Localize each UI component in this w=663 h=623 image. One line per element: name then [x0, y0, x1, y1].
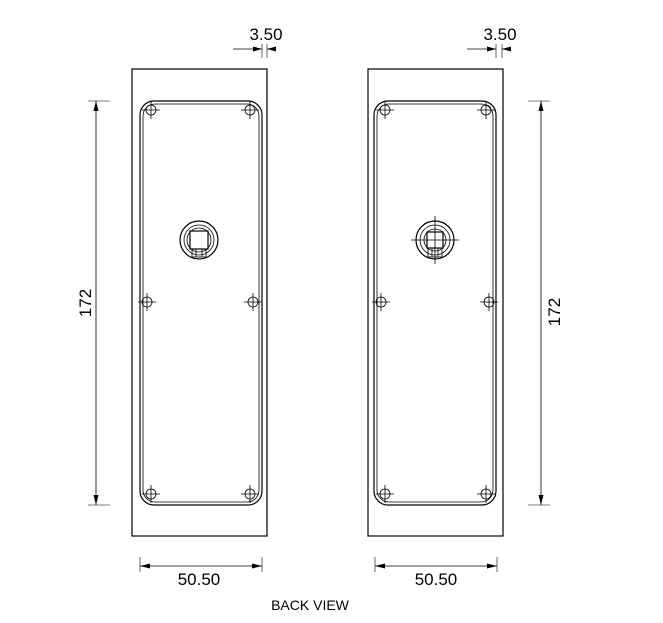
right-edge-dimension [467, 44, 511, 58]
right-height-label: 172 [545, 298, 564, 326]
right-plate-outline [367, 68, 504, 537]
left-edge-dimension [233, 44, 276, 58]
left-plate-outline [131, 68, 268, 537]
left-height-dimension [88, 100, 110, 506]
left-plate-inner-border [139, 100, 263, 506]
spindle-hub-square [179, 220, 219, 260]
screw-hole-icon [240, 484, 260, 504]
screw-hole-icon [371, 292, 391, 312]
left-edge-label: 3.50 [249, 25, 282, 44]
right-plate-inner-border-offset [376, 103, 494, 503]
screw-hole-icon [141, 484, 161, 504]
right-width-dimension [374, 557, 498, 572]
right-plate-inner-border [373, 100, 497, 506]
spindle-hub-cross [411, 216, 459, 264]
right-edge-label: 3.50 [483, 25, 516, 44]
right-plate-view: 172 50.50 3.50 [367, 25, 564, 589]
left-plate-view: 172 50.50 3.50 [76, 25, 283, 589]
left-width-dimension [139, 557, 263, 572]
left-height-label: 172 [76, 289, 95, 317]
screw-hole-icon [375, 484, 395, 504]
right-height-dimension [528, 100, 550, 506]
right-width-label: 50.50 [415, 570, 458, 589]
screw-hole-icon [479, 292, 499, 312]
view-caption: BACK VIEW [271, 597, 350, 613]
left-width-label: 50.50 [178, 570, 221, 589]
left-plate-inner-border-offset [142, 103, 260, 503]
screw-hole-icon [137, 292, 157, 312]
